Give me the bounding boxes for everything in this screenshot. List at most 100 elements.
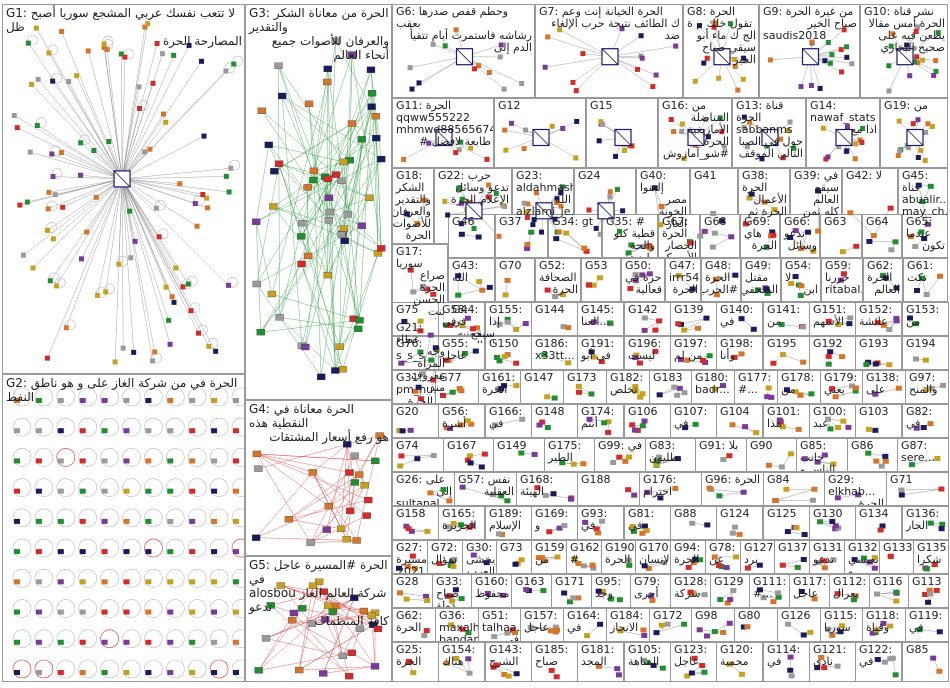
network-node[interactable] xyxy=(821,452,828,458)
network-node[interactable] xyxy=(588,391,595,397)
network-node[interactable] xyxy=(740,76,746,82)
network-node[interactable] xyxy=(453,655,460,661)
network-node[interactable] xyxy=(500,383,507,389)
network-node[interactable] xyxy=(484,156,490,162)
group-cell-g189[interactable]: G189: الإسلام xyxy=(485,506,532,540)
network-node[interactable] xyxy=(629,523,636,529)
network-node[interactable] xyxy=(800,632,807,638)
network-node[interactable] xyxy=(914,54,920,60)
network-node[interactable] xyxy=(629,143,635,149)
network-node[interactable] xyxy=(472,66,478,72)
group-cell-g128[interactable]: G128: شركة xyxy=(670,574,711,608)
network-node[interactable] xyxy=(369,621,378,628)
network-node[interactable] xyxy=(689,520,696,526)
network-node[interactable] xyxy=(561,523,568,529)
group-cell-g139[interactable]: G139 xyxy=(670,302,717,336)
network-node[interactable] xyxy=(580,461,587,467)
group-cell-g99[interactable]: G99: في xyxy=(594,438,646,472)
group-cell-g160[interactable]: G160: محفوظ xyxy=(471,574,512,608)
network-node[interactable] xyxy=(288,617,297,624)
network-node[interactable] xyxy=(145,518,152,524)
network-node[interactable] xyxy=(323,78,332,86)
network-node[interactable] xyxy=(835,425,842,431)
network-node[interactable] xyxy=(465,630,472,636)
network-node[interactable] xyxy=(35,549,42,555)
network-node[interactable] xyxy=(357,222,366,229)
network-node[interactable] xyxy=(863,362,870,368)
group-cell-g58[interactable]: G58: في جونيه xyxy=(438,302,485,336)
network-node[interactable] xyxy=(79,670,86,675)
network-node[interactable] xyxy=(11,113,17,119)
network-node[interactable] xyxy=(829,518,836,524)
network-node[interactable] xyxy=(742,58,748,64)
network-node[interactable] xyxy=(421,197,428,203)
network-node[interactable] xyxy=(756,587,763,593)
network-node[interactable] xyxy=(769,229,776,235)
network-node[interactable] xyxy=(759,156,765,162)
network-node[interactable] xyxy=(101,639,108,645)
network-node[interactable] xyxy=(644,489,651,495)
network-node[interactable] xyxy=(882,453,889,459)
network-node[interactable] xyxy=(716,493,723,499)
network-node[interactable] xyxy=(892,239,899,245)
network-node[interactable] xyxy=(704,522,711,528)
network-node[interactable] xyxy=(45,227,51,233)
network-node[interactable] xyxy=(573,155,579,161)
network-node[interactable] xyxy=(830,461,837,467)
network-node[interactable] xyxy=(150,80,156,86)
group-cell-g155[interactable]: G155: إذا xyxy=(485,302,532,336)
network-node[interactable] xyxy=(913,425,920,431)
network-node[interactable] xyxy=(443,357,450,363)
group-cell-g52[interactable]: G52: الصحافة الحرة xyxy=(535,258,581,302)
network-node[interactable] xyxy=(687,589,694,595)
network-node[interactable] xyxy=(120,345,126,351)
network-node[interactable] xyxy=(832,523,839,529)
network-node[interactable] xyxy=(639,55,645,61)
group-cell-g64[interactable]: G64 xyxy=(862,214,902,258)
network-node[interactable] xyxy=(498,42,504,48)
network-node[interactable] xyxy=(705,134,711,140)
network-node[interactable] xyxy=(343,441,352,448)
network-node[interactable] xyxy=(849,61,855,67)
network-node[interactable] xyxy=(504,630,511,636)
network-node[interactable] xyxy=(103,289,109,295)
network-node[interactable] xyxy=(821,565,828,571)
network-node[interactable] xyxy=(629,422,636,428)
network-node[interactable] xyxy=(211,670,218,675)
network-node[interactable] xyxy=(226,282,232,288)
group-cell-g63[interactable]: G63 xyxy=(820,214,862,258)
network-node[interactable] xyxy=(53,283,59,289)
group-cell-g157[interactable]: G157: عاجل xyxy=(520,608,564,642)
network-node[interactable] xyxy=(895,153,901,159)
network-node[interactable] xyxy=(836,144,842,150)
network-node[interactable] xyxy=(173,265,179,271)
network-node[interactable] xyxy=(457,422,464,428)
network-node[interactable] xyxy=(648,593,655,599)
network-node[interactable] xyxy=(145,639,152,645)
network-node[interactable] xyxy=(643,528,650,534)
network-node[interactable] xyxy=(653,630,660,636)
network-node[interactable] xyxy=(681,390,688,396)
network-node[interactable] xyxy=(404,564,411,570)
network-node[interactable] xyxy=(682,425,689,431)
group-cell-g42[interactable]: G42: لا xyxy=(842,168,898,244)
network-node[interactable] xyxy=(679,128,685,134)
network-node[interactable] xyxy=(350,479,359,486)
network-node[interactable] xyxy=(536,422,543,428)
network-node[interactable] xyxy=(512,630,519,636)
network-node[interactable] xyxy=(599,121,605,127)
network-node[interactable] xyxy=(830,557,837,563)
network-node[interactable] xyxy=(188,308,194,314)
network-node[interactable] xyxy=(123,579,130,585)
network-node[interactable] xyxy=(605,429,612,435)
network-node[interactable] xyxy=(593,526,600,532)
network-node[interactable] xyxy=(690,560,697,566)
network-node[interactable] xyxy=(852,388,859,394)
network-node[interactable] xyxy=(922,357,929,363)
group-cell-g8[interactable]: G8: الحرة تقول خلك م ة الج ك ماء أبو سيق… xyxy=(683,4,759,98)
network-node[interactable] xyxy=(101,398,108,403)
network-node[interactable] xyxy=(398,360,405,366)
network-node[interactable] xyxy=(14,125,20,131)
network-node[interactable] xyxy=(204,195,210,201)
network-node[interactable] xyxy=(552,629,559,635)
